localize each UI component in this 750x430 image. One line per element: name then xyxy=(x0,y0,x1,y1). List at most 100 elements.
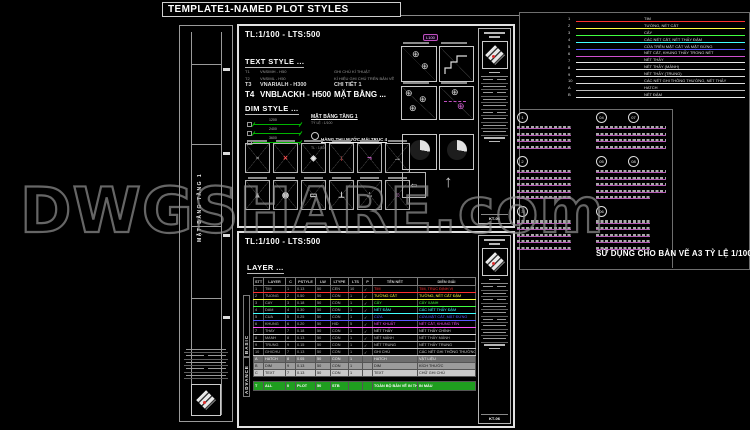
frame-line xyxy=(191,144,221,145)
layer-column-header: TÊN NÉT xyxy=(372,277,418,286)
note-line xyxy=(517,183,571,187)
titleblock-row xyxy=(481,304,508,310)
layer-cell: 50 xyxy=(315,381,331,391)
grid-bubble-icon: 04 xyxy=(596,112,607,123)
note-line xyxy=(596,240,650,244)
layer-cell: ✓ xyxy=(362,334,373,342)
dim-line xyxy=(253,141,301,143)
layer-cell: TƯỜNG, NÉT CẮT ĐẬM xyxy=(417,292,476,300)
layer-cell: THAY xyxy=(263,327,286,335)
layer-cell: CAY xyxy=(263,299,286,307)
layer-cell xyxy=(362,369,373,377)
frame-line xyxy=(221,32,222,415)
note-line xyxy=(517,169,571,174)
titleblock-row xyxy=(481,116,508,123)
note-line xyxy=(596,220,650,224)
titleblock-row xyxy=(481,129,508,136)
layer-cell: NÉT THẤY CHÍNH xyxy=(417,327,476,335)
legend-number: 6 xyxy=(568,50,571,56)
note-line xyxy=(628,139,666,143)
layer-cell: 0.05 xyxy=(295,355,316,363)
layer-cell: 0.13 xyxy=(295,285,316,293)
note-bubble-group: 3 xyxy=(517,206,571,250)
text-style-heading: TEXT STYLE ... xyxy=(245,57,305,68)
axis-bubble-icon: ⊕ xyxy=(412,49,420,59)
sheet-number: KT-06 xyxy=(481,214,508,221)
grid-bubble-icon: 2 xyxy=(517,155,528,167)
note-line xyxy=(596,126,650,130)
legend-number: B xyxy=(568,92,571,98)
layer-cell: 3 xyxy=(285,299,296,307)
titleblock-row xyxy=(481,284,508,291)
legend-label: TIM xyxy=(644,16,651,21)
note-bubble-column: 1 2 3 xyxy=(517,112,571,257)
layer-cell: CHỮ GHI CHÚ xyxy=(417,369,476,377)
flow-arrow-icon: → xyxy=(393,153,402,163)
layer-cell: GHI CHÚ xyxy=(372,348,418,356)
layer-cell: 50 xyxy=(315,306,331,314)
note-line xyxy=(596,183,650,187)
group-label-basic: BASIC xyxy=(243,295,250,357)
layer-cell: 50 xyxy=(315,299,331,307)
dim-note-text: HÀNG THU NƯỚC MÁI TRỤC 4 xyxy=(321,136,388,142)
note-line xyxy=(628,183,666,187)
logo-red-dot-icon xyxy=(491,55,495,59)
legend-label: NÉT CẮT, KHUNG THẤY TRONG NÉT xyxy=(644,50,714,56)
note-line xyxy=(517,196,571,200)
name-plate-box: ▭ xyxy=(301,179,326,210)
legend-number: 3 xyxy=(568,30,571,36)
titleblock-text-bar xyxy=(489,243,500,245)
layer-cell: NÉT ĐẬM xyxy=(372,306,418,314)
legend-line-sample xyxy=(576,41,745,43)
note-line xyxy=(517,220,571,224)
layer-cell: 3 xyxy=(253,299,264,307)
micro-label xyxy=(359,176,380,179)
note-line xyxy=(517,246,571,250)
note-bubble-group: 1 xyxy=(517,112,571,149)
layer-cell: 50 xyxy=(315,348,331,356)
layer-cell: GHICHU xyxy=(263,348,286,356)
frame-tick xyxy=(223,234,230,237)
axis-bubble-icon: ⊕ xyxy=(419,94,427,104)
usage-note: SỬ DỤNG CHO BẢN VẼ A3 TỶ LỆ 1/100 xyxy=(596,249,750,258)
layer-cell: ✓ xyxy=(362,348,373,356)
text-style-font: VNSIML - H50 xyxy=(260,75,286,81)
note-line xyxy=(628,189,666,193)
titleblock-row xyxy=(184,366,228,373)
titleblock-row xyxy=(481,297,508,304)
block-symbol: ◉ xyxy=(273,176,298,210)
axis-diamond-icon: ◈ xyxy=(310,153,317,163)
north-arrow-box xyxy=(439,134,474,170)
legend-line-sample xyxy=(576,34,745,36)
layer-column-header: DIỄN GIẢI xyxy=(417,277,476,286)
layer-cell: CON xyxy=(330,313,349,321)
note-line xyxy=(517,132,571,136)
block-symbol: × xyxy=(273,140,298,173)
layer-cell: 4 xyxy=(253,306,264,314)
micro-label xyxy=(403,42,429,44)
layer-cell: 1 xyxy=(348,355,363,363)
text-style-desc: GHI CHÚ KÍ THUẬT xyxy=(334,69,371,74)
scale-label: TL:1/100 - LTS:500 xyxy=(245,237,321,246)
layer-cell: 7 xyxy=(285,348,296,356)
titleblock-row xyxy=(481,336,508,343)
titleblock-text-bar xyxy=(489,278,500,280)
grid-mark-icon: ▫ xyxy=(256,153,259,163)
name-plate-icon: ▭ xyxy=(309,190,318,200)
legend-line-sample xyxy=(576,69,745,71)
layer-cell: TEXT xyxy=(372,369,418,377)
titleblock-text-bar xyxy=(489,347,500,349)
layer-cell: 1 xyxy=(253,285,264,293)
target-mark-icon: ◉ xyxy=(282,190,289,200)
layer-column-header: LTYPE xyxy=(330,277,349,286)
titleblock-row xyxy=(481,330,508,336)
